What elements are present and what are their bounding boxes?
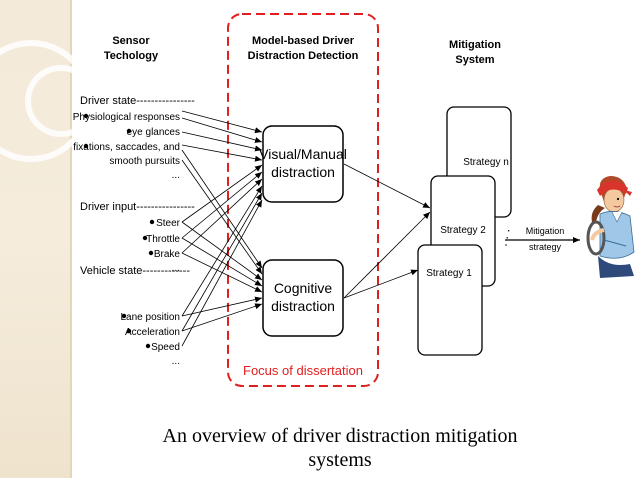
bullet-icon: [145, 343, 151, 349]
detection-header-line1: Model-based Driver: [252, 35, 355, 47]
visual-manual-distraction-box: [262, 125, 344, 203]
vehicle-state-item: Acceleration: [125, 327, 180, 338]
bullet-icon: [126, 128, 132, 134]
vehicle-state-heading: Vehicle state-------------: [80, 265, 190, 277]
strategy-1-label: Strategy 1: [426, 268, 472, 279]
driver-state-heading: Driver state----------------: [80, 95, 195, 107]
strategy-1-box: [417, 244, 483, 356]
bullet-icon: [126, 328, 132, 334]
driver-state-item: eye glances: [127, 127, 180, 138]
caption-line2: systems: [308, 449, 372, 471]
bullet-icon: [83, 143, 89, 149]
driver-state-item: smooth pursuits: [109, 156, 180, 167]
driver-input-item: Throttle: [146, 234, 180, 245]
driver-input-item: Brake: [154, 249, 181, 260]
strategy-2-label: Strategy 2: [440, 225, 486, 236]
driver-input-item: ...: [172, 263, 180, 274]
mitigation-strategy-line1: Mitigation: [526, 226, 565, 236]
vehicle-state-item: Speed: [151, 342, 180, 353]
driver-input-heading: Driver input----------------: [80, 201, 195, 213]
cognitive-label-line1: Cognitive: [274, 280, 333, 296]
detection-header-line2: Distraction Detection: [248, 50, 359, 62]
focus-label: Focus of dissertation: [243, 363, 363, 378]
cognitive-distraction-box: [262, 259, 344, 337]
vehicle-state-item: ...: [172, 356, 180, 367]
bullet-icon: [121, 313, 127, 319]
cognitive-label-line2: distraction: [271, 298, 335, 314]
bullet-icon: [142, 235, 148, 241]
detection-to-strategy-arrows: [343, 163, 431, 299]
strategy-ellipsis: . . .: [495, 227, 513, 247]
bullet-icon: [149, 219, 155, 225]
strategy-n-label: Strategy n: [463, 157, 509, 168]
driver-state-item: fixations, saccades, and: [73, 142, 180, 153]
driver-input-item: Steer: [156, 218, 181, 229]
caption-line1: An overview of driver distraction mitiga…: [162, 425, 518, 447]
mitigation-strategy-line2: strategy: [529, 242, 562, 252]
visual-manual-label-line2: distraction: [271, 164, 335, 180]
distraction-mitigation-diagram: Sensor Techology Model-based Driver Dist…: [73, 13, 635, 387]
sensor-header-line2: Techology: [104, 50, 159, 62]
sensor-header-line1: Sensor: [112, 35, 150, 47]
sensor-to-detection-arrows: [181, 110, 263, 347]
bullet-icon: [148, 250, 154, 256]
figure-caption: An overview of driver distraction mitiga…: [100, 424, 580, 472]
focus-region: [227, 13, 379, 387]
side-band-edge: [70, 0, 72, 478]
bullet-icon: [83, 113, 89, 119]
driver-state-item: ...: [172, 170, 180, 181]
mitigation-header-line2: System: [455, 54, 494, 66]
decorative-circle-small: [25, 65, 97, 137]
mitigation-header-line1: Mitigation: [449, 39, 501, 51]
driver-clipart-icon: [586, 176, 635, 278]
visual-manual-label-line1: Visual/Manual: [259, 146, 347, 162]
vehicle-state-item: Lane position: [121, 312, 181, 323]
driver-state-item: Physiological responses: [73, 112, 180, 123]
